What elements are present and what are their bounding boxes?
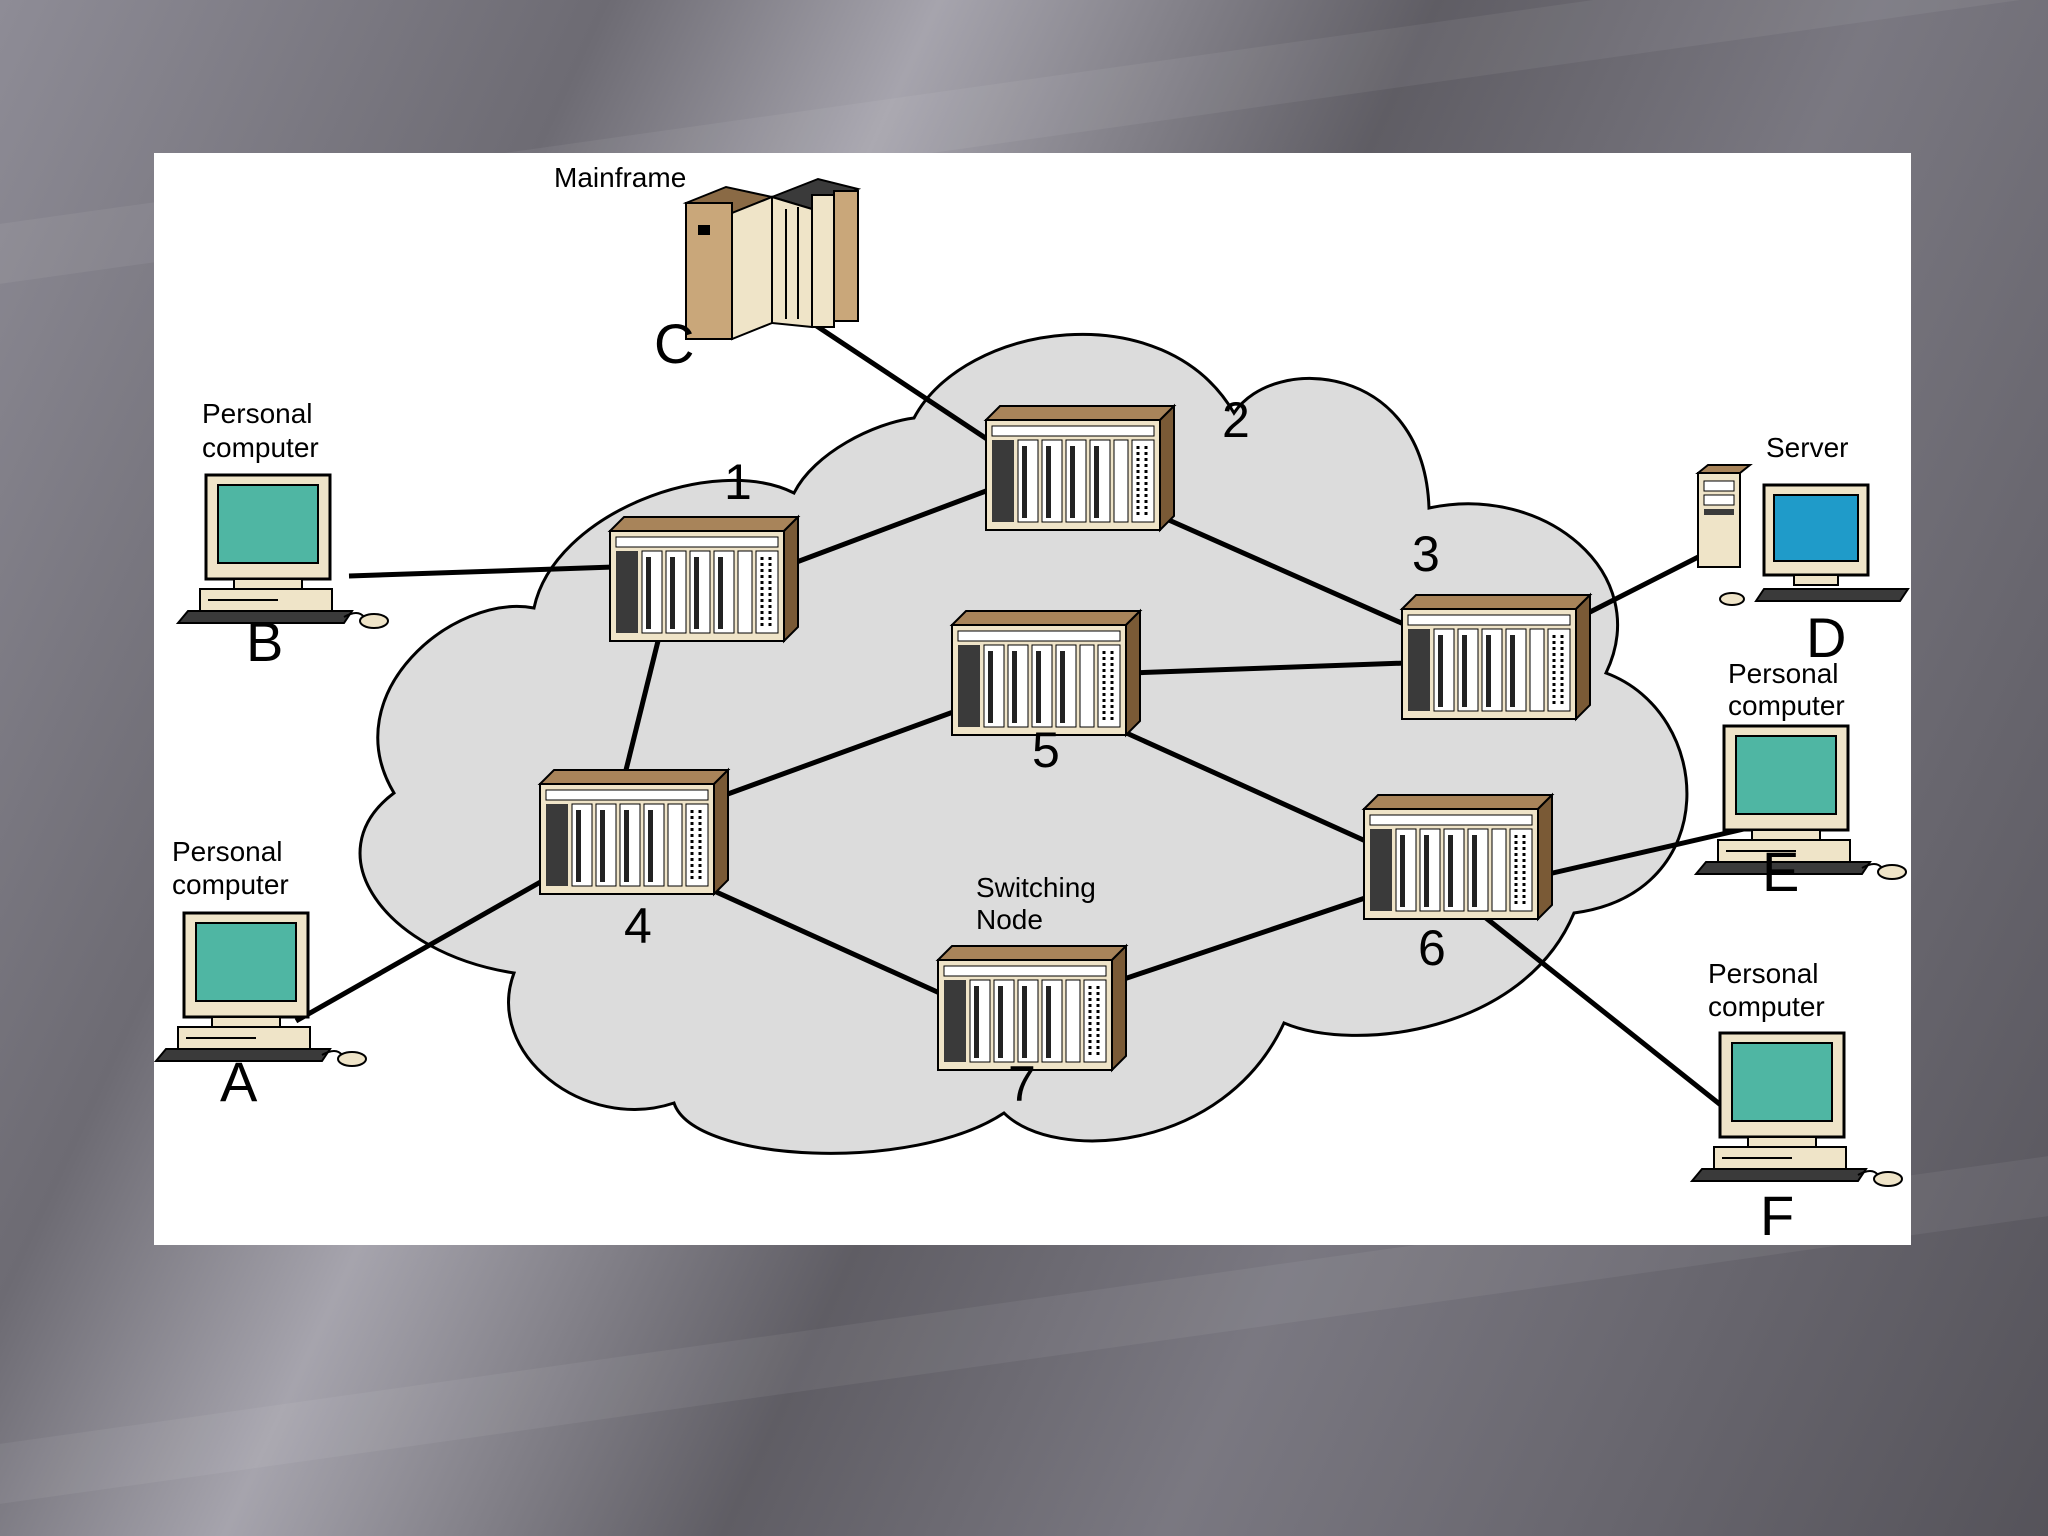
link-6-E xyxy=(1543,826,1745,878)
station-A-letter: A xyxy=(220,1050,258,1113)
station-B-letter: B xyxy=(246,610,283,673)
switching-node-6 xyxy=(1362,793,1554,921)
link-3-D xyxy=(1586,546,1716,616)
switching-node-4 xyxy=(538,768,730,896)
link-5-6 xyxy=(1120,728,1372,846)
node-6-label: 6 xyxy=(1418,920,1446,976)
pc-A-caption-line2: computer xyxy=(172,869,289,900)
node-7-label: 7 xyxy=(1008,1056,1036,1112)
node-2-label: 2 xyxy=(1222,392,1250,448)
pc-F-caption-line1: Personal xyxy=(1708,958,1819,989)
link-4-5 xyxy=(713,708,957,802)
switching-node-7 xyxy=(936,944,1128,1072)
node-3-label: 3 xyxy=(1412,526,1440,582)
pc-B-caption-line1: Personal xyxy=(202,398,313,429)
station-D xyxy=(1695,464,1910,606)
station-E-letter: E xyxy=(1762,840,1799,903)
station-D-letter: D xyxy=(1806,606,1846,669)
station-E xyxy=(1694,724,1908,881)
link-7-6 xyxy=(1123,894,1369,982)
link-1-2 xyxy=(793,488,987,566)
switching-node-caption-line2: Node xyxy=(976,904,1043,935)
link-B-1 xyxy=(348,564,615,579)
link-A-4 xyxy=(294,877,546,1024)
switching-node-5 xyxy=(950,609,1142,737)
station-C-letter: C xyxy=(654,312,694,375)
pc-B-caption-line2: computer xyxy=(202,432,319,463)
node-5-label: 5 xyxy=(1032,722,1060,778)
diagram-canvas: Mainframe C Personal computer B Personal… xyxy=(154,153,1911,1245)
mainframe-caption: Mainframe xyxy=(554,162,686,193)
server-caption: Server xyxy=(1766,432,1848,463)
station-F xyxy=(1690,1031,1904,1188)
pc-E-caption-line1: Personal xyxy=(1728,658,1839,689)
pc-E-caption-line2: computer xyxy=(1728,690,1845,721)
switching-node-caption-line1: Switching xyxy=(976,872,1096,903)
link-4-7 xyxy=(712,888,946,998)
station-B xyxy=(176,473,390,630)
station-F-letter: F xyxy=(1760,1184,1794,1245)
node-4-label: 4 xyxy=(624,898,652,954)
link-5-3 xyxy=(1129,660,1407,676)
pc-A-caption-line1: Personal xyxy=(172,836,283,867)
switching-node-3 xyxy=(1400,593,1592,721)
station-A xyxy=(154,911,368,1068)
node-1-label: 1 xyxy=(724,454,752,510)
link-1-4 xyxy=(623,640,661,771)
pc-F-caption-line2: computer xyxy=(1708,991,1825,1022)
network-diagram: Mainframe C Personal computer B Personal… xyxy=(154,162,1910,1245)
link-2-3 xyxy=(1160,514,1408,628)
station-C xyxy=(682,177,862,341)
switching-node-1 xyxy=(608,515,800,643)
switching-node-2 xyxy=(984,404,1176,532)
